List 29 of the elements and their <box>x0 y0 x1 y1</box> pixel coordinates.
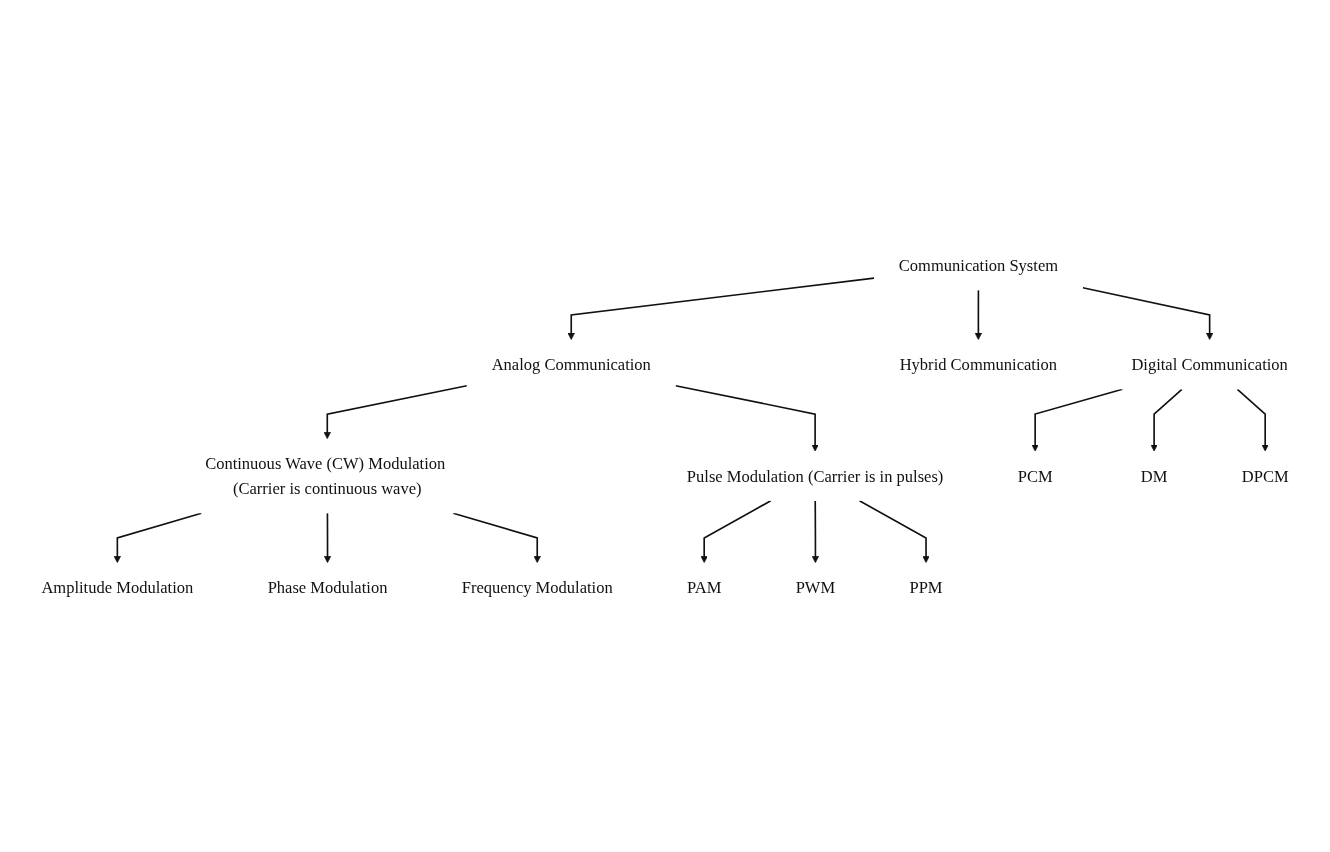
node-text: Phase Modulation <box>267 577 388 597</box>
node-text: Analog Communication <box>491 354 651 374</box>
arrow <box>674 384 819 452</box>
arrow <box>700 499 772 563</box>
arrow <box>567 276 875 340</box>
node-text: Communication System <box>898 255 1059 275</box>
node-text: PPM <box>909 577 943 597</box>
node-text: Continuous Wave (CW) Modulation (Carrier is continuous wave) <box>205 454 446 498</box>
node-text: DM <box>1140 466 1168 485</box>
node-text: DPCM <box>1241 466 1289 485</box>
arrow <box>858 499 930 563</box>
arrow <box>1082 286 1214 340</box>
arrow <box>452 511 541 563</box>
node-text: Digital Communication <box>1131 354 1288 374</box>
node-text: PWM <box>795 577 836 597</box>
node-text: PAM <box>687 577 722 597</box>
arrow <box>974 288 982 340</box>
arrow <box>323 384 468 439</box>
arrow <box>811 499 820 563</box>
arrow <box>1031 388 1124 452</box>
arrow <box>323 511 332 563</box>
arrow <box>113 511 203 563</box>
node-text: Frequency Modulation <box>461 577 613 597</box>
arrow <box>1236 388 1269 452</box>
node-text: Pulse Modulation (Carrier is in pulses) <box>686 466 944 485</box>
node-text: Hybrid Communication <box>899 354 1058 374</box>
arrow <box>1150 388 1183 452</box>
node-text: Amplitude Modulation <box>41 577 194 597</box>
node-text: PCM <box>1017 466 1053 485</box>
